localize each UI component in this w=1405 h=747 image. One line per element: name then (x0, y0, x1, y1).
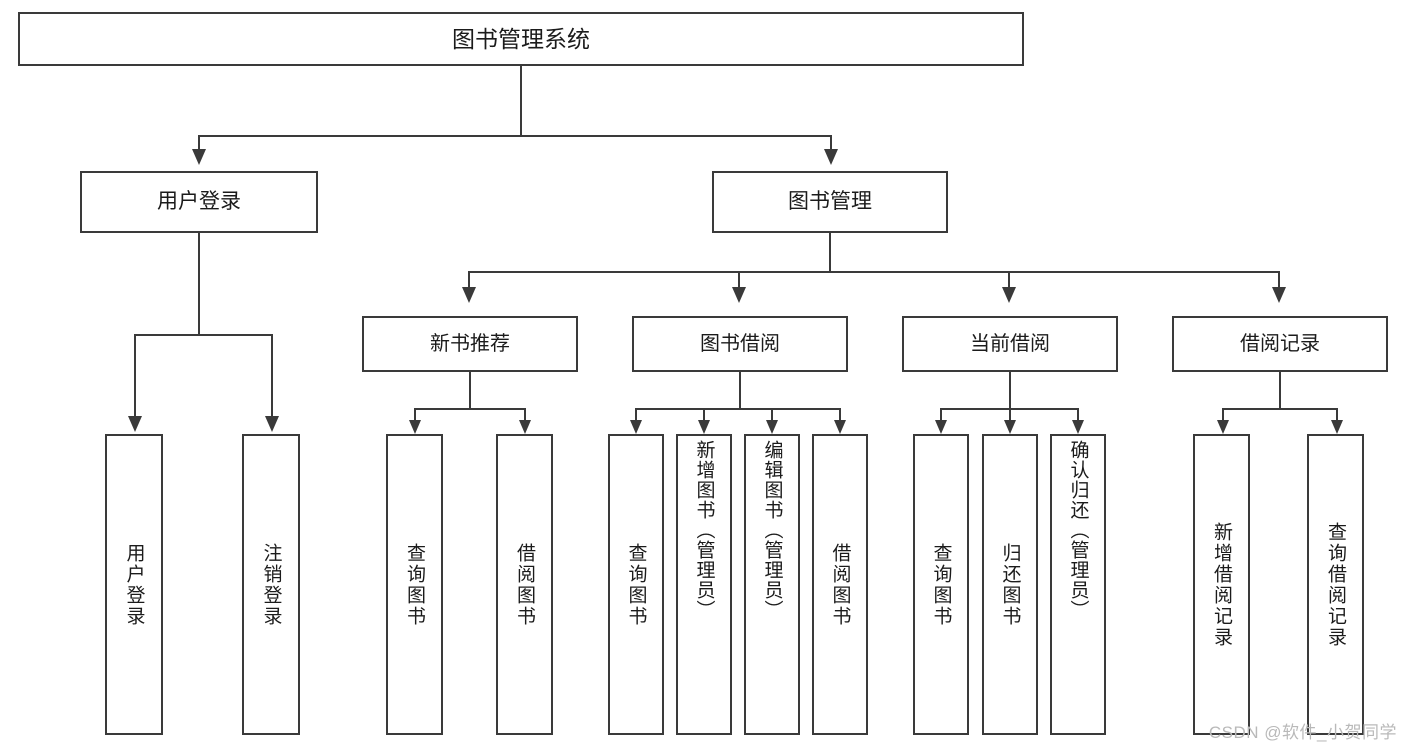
connector-cb-drop-2 (1009, 408, 1011, 420)
connector-bb-stem (739, 372, 741, 409)
node-label: 编辑图书（管理员） (761, 440, 783, 620)
node-label: 查询图书 (625, 542, 647, 627)
leaf-query-book-1[interactable]: 查询图书 (386, 434, 443, 735)
arrow-to-leaf-borrow-book-1 (519, 420, 531, 434)
leaf-confirm-return[interactable]: 确认归还（管理员） (1050, 434, 1106, 735)
connector-nbr-drop-1 (414, 408, 416, 420)
node-new-book-recommend[interactable]: 新书推荐 (362, 316, 578, 372)
connector-br-stem (1279, 372, 1281, 409)
arrow-to-leaf-user-login (128, 416, 142, 432)
connector-user-login-left-drop (134, 334, 136, 416)
node-label: 查询图书 (930, 542, 952, 627)
connector-bb-drop-3 (771, 408, 773, 420)
connector-root-right-drop (830, 135, 832, 149)
node-label: 图书管理 (788, 189, 872, 213)
node-label: 查询图书 (404, 542, 425, 627)
connector-root-bar (198, 135, 832, 137)
arrow-to-leaf-borrow-book-2 (834, 420, 846, 434)
connector-br-drop-2 (1336, 408, 1338, 420)
arrow-to-book-management (824, 149, 838, 165)
csdn-watermark: CSDN @软件_小贺同学 (1208, 723, 1397, 742)
node-label: 新增借阅记录 (1211, 521, 1232, 648)
connector-bm-drop-1 (468, 271, 470, 287)
connector-bm-drop-2 (738, 271, 740, 287)
connector-book-management-bar (468, 271, 1280, 273)
leaf-query-book-3[interactable]: 查询图书 (913, 434, 969, 735)
leaf-user-login[interactable]: 用户登录 (105, 434, 163, 735)
connector-user-login-bar (134, 334, 272, 336)
node-label: 借阅记录 (1240, 332, 1320, 355)
arrow-to-current-borrow (1002, 287, 1016, 303)
node-book-management[interactable]: 图书管理 (712, 171, 948, 233)
node-book-borrow[interactable]: 图书借阅 (632, 316, 848, 372)
leaf-query-record[interactable]: 查询借阅记录 (1307, 434, 1364, 735)
leaf-add-book[interactable]: 新增图书（管理员） (676, 434, 732, 735)
connector-nbr-drop-2 (524, 408, 526, 420)
node-label: 新书推荐 (430, 332, 510, 355)
node-label: 图书管理系统 (452, 25, 590, 52)
arrow-to-leaf-logout (265, 416, 279, 432)
connector-book-management-stem (829, 233, 831, 272)
node-label: 用户登录 (123, 542, 145, 627)
connector-user-login-right-drop (271, 334, 273, 416)
connector-br-bar (1222, 408, 1338, 410)
node-label: 归还图书 (999, 542, 1021, 627)
arrow-to-book-borrow (732, 287, 746, 303)
arrow-to-user-login (192, 149, 206, 165)
leaf-add-record[interactable]: 新增借阅记录 (1193, 434, 1250, 735)
leaf-borrow-book-1[interactable]: 借阅图书 (496, 434, 553, 735)
node-user-login[interactable]: 用户登录 (80, 171, 318, 233)
node-label: 借阅图书 (514, 542, 535, 627)
connector-root-stem (520, 66, 522, 136)
node-label: 图书借阅 (700, 332, 780, 355)
node-current-borrow[interactable]: 当前借阅 (902, 316, 1118, 372)
node-label: 确认归还（管理员） (1067, 440, 1089, 620)
connector-bm-drop-3 (1008, 271, 1010, 287)
arrow-to-leaf-add-book (698, 420, 710, 434)
connector-bb-drop-4 (839, 408, 841, 420)
connector-cb-stem (1009, 372, 1011, 409)
connector-bm-drop-4 (1278, 271, 1280, 287)
arrow-to-borrow-record (1272, 287, 1286, 303)
connector-br-drop-1 (1222, 408, 1224, 420)
node-label: 当前借阅 (970, 332, 1050, 355)
leaf-return-book[interactable]: 归还图书 (982, 434, 1038, 735)
arrow-to-leaf-add-record (1217, 420, 1229, 434)
connector-nbr-stem (469, 372, 471, 409)
node-borrow-record[interactable]: 借阅记录 (1172, 316, 1388, 372)
leaf-borrow-book-2[interactable]: 借阅图书 (812, 434, 868, 735)
node-label: 查询借阅记录 (1325, 521, 1346, 648)
node-label: 注销登录 (260, 542, 282, 627)
arrow-to-leaf-query-book-3 (935, 420, 947, 434)
connector-cb-drop-3 (1077, 408, 1079, 420)
connector-bb-drop-1 (635, 408, 637, 420)
leaf-query-book-2[interactable]: 查询图书 (608, 434, 664, 735)
connector-nbr-bar (414, 408, 526, 410)
arrow-to-leaf-confirm-return (1072, 420, 1084, 434)
connector-cb-drop-1 (940, 408, 942, 420)
connector-root-left-drop (198, 135, 200, 149)
arrow-to-new-book-recommend (462, 287, 476, 303)
leaf-logout[interactable]: 注销登录 (242, 434, 300, 735)
arrow-to-leaf-edit-book (766, 420, 778, 434)
leaf-edit-book[interactable]: 编辑图书（管理员） (744, 434, 800, 735)
arrow-to-leaf-query-book-2 (630, 420, 642, 434)
arrow-to-leaf-query-book-1 (409, 420, 421, 434)
connector-bb-drop-2 (703, 408, 705, 420)
arrow-to-leaf-query-record (1331, 420, 1343, 434)
node-root-system[interactable]: 图书管理系统 (18, 12, 1024, 66)
connector-user-login-stem (198, 233, 200, 335)
node-label: 用户登录 (157, 189, 241, 213)
node-label: 新增图书（管理员） (693, 440, 715, 620)
node-label: 借阅图书 (829, 542, 851, 627)
connector-bb-bar (635, 408, 841, 410)
arrow-to-leaf-return-book (1004, 420, 1016, 434)
